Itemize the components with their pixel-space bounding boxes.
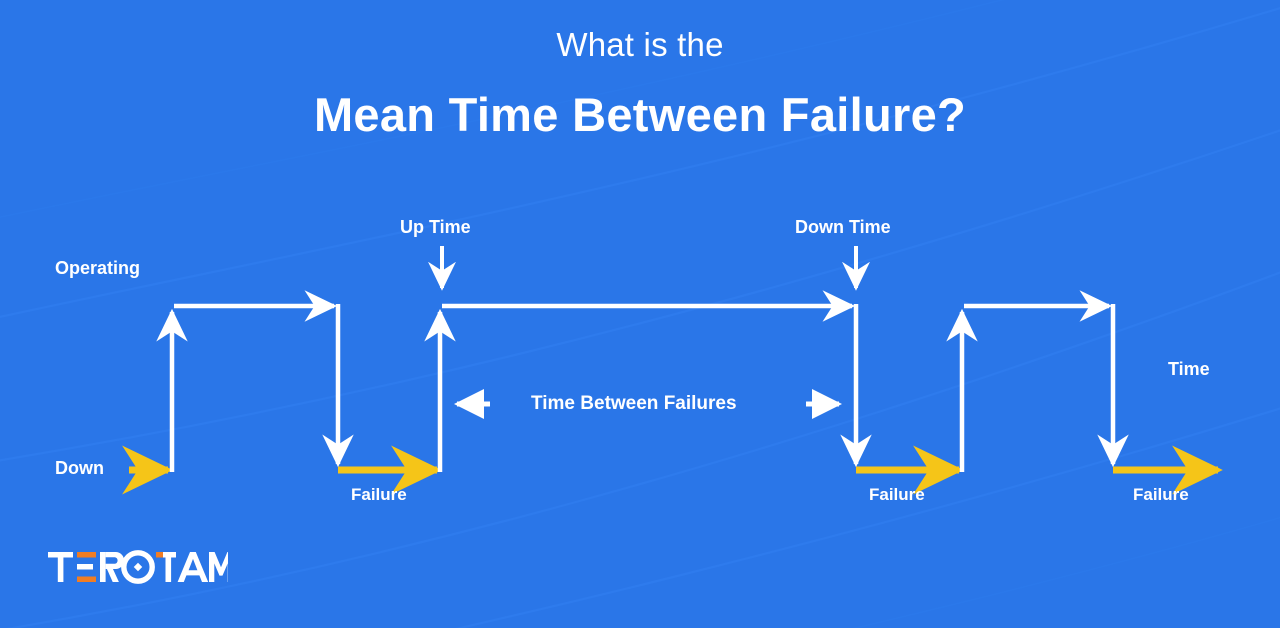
terotam-logo bbox=[48, 549, 228, 585]
logo-letter-a bbox=[177, 552, 209, 582]
logo-letter-m bbox=[209, 552, 228, 582]
axis-label-time: Time bbox=[1168, 359, 1210, 379]
axis-label-operating: Operating bbox=[55, 258, 141, 278]
annotation-failure-3: Failure bbox=[1133, 485, 1189, 504]
logo-letter-t2 bbox=[156, 552, 176, 582]
terotam-logo-mark bbox=[48, 550, 228, 584]
annotation-down-time: Down Time bbox=[795, 217, 891, 237]
logo-letter-e bbox=[77, 552, 96, 582]
annotation-up-time: Up Time bbox=[400, 217, 471, 237]
axis-label-down: Down bbox=[55, 458, 104, 478]
logo-letter-t1 bbox=[48, 552, 73, 582]
page-title: Mean Time Between Failure? bbox=[313, 87, 967, 141]
logo-letter-o bbox=[121, 550, 155, 584]
title-eyebrow: What is the bbox=[556, 26, 724, 63]
annotation-failure-2: Failure bbox=[869, 485, 925, 504]
header: What is the Mean Time Between Failure? bbox=[0, 26, 1280, 145]
operating-square-wave bbox=[156, 290, 1129, 472]
annotation-failure-1: Failure bbox=[351, 485, 407, 504]
annotation-time-between-failures: Time Between Failures bbox=[531, 393, 737, 414]
logo-letter-r bbox=[100, 552, 125, 582]
